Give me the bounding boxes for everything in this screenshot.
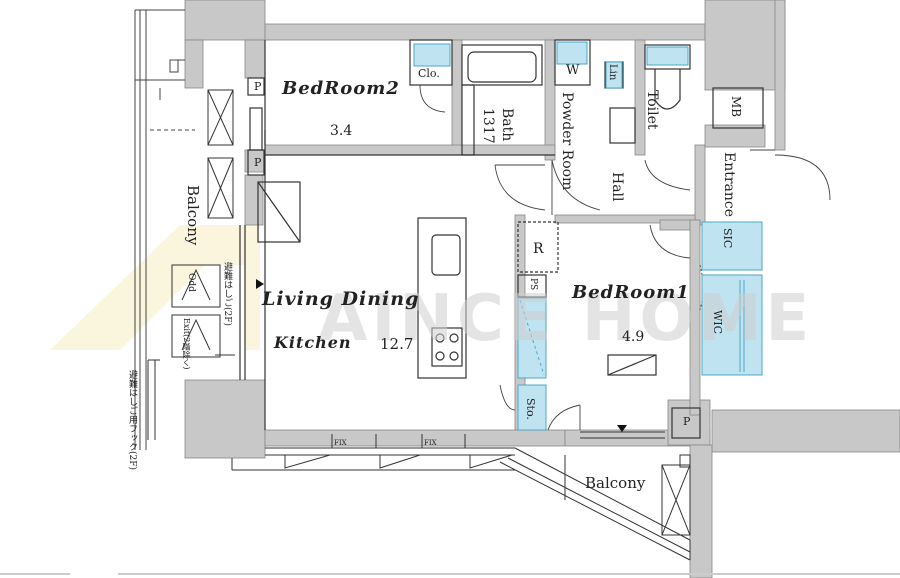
door-swings xyxy=(419,84,831,431)
bedroom2-size: 3.4 xyxy=(330,123,353,139)
powder-room-label: Powder Room xyxy=(559,92,575,191)
balcony-left-label: Balcony xyxy=(184,185,202,246)
ldk-label-line1: Living Dining xyxy=(262,288,420,310)
bedroom1-size: 4.9 xyxy=(622,329,645,345)
ldk-label-line2: Kitchen xyxy=(274,333,352,352)
exit-ladder-label: Exit(2階除く) xyxy=(182,318,191,370)
bath-label: Bath xyxy=(499,108,515,142)
pipe-shaft-label-1: P xyxy=(254,80,262,93)
outdoor-unit-label: Odd xyxy=(186,273,196,292)
wic-label: WIC xyxy=(711,310,724,335)
balcony-bottom-label: Balcony xyxy=(585,474,646,492)
window-fix-label-1: FIX xyxy=(334,439,347,447)
toilet-label: Toilet xyxy=(644,90,660,130)
mb-label: MB xyxy=(729,96,743,118)
pipe-shaft-label-3: P xyxy=(683,415,691,428)
bath-size: 1317 xyxy=(480,108,496,144)
wic-rails xyxy=(519,280,745,376)
entrance-label: Entrance xyxy=(721,152,737,218)
evac-ladder-note: 避難はしご(2F) xyxy=(222,262,232,326)
balcony-left-units xyxy=(147,89,235,440)
interior-lines xyxy=(239,39,764,439)
sic-label: SIC xyxy=(721,228,734,249)
evac-hook-note: 避難はしご用フック(2F) xyxy=(127,370,137,470)
window-markers xyxy=(256,279,627,432)
ps-label: PS xyxy=(528,278,538,291)
window-fix-label-2: FIX xyxy=(424,439,437,447)
washer-label: W xyxy=(566,63,580,78)
pipe-shaft-label-2: P xyxy=(254,156,262,169)
bottom-balcony xyxy=(231,431,691,561)
storage-fills xyxy=(413,41,763,431)
bedroom2-label: BedRoom2 xyxy=(282,78,400,99)
linen-label: Lin xyxy=(607,64,618,81)
closet-label: Clo. xyxy=(418,67,440,80)
fridge-label: R xyxy=(533,241,544,257)
bedroom1-label: BedRoom1 xyxy=(572,282,690,303)
storage-label: Sto. xyxy=(524,398,537,420)
hall-label: Hall xyxy=(609,172,625,202)
walls xyxy=(184,0,900,578)
balcony-left-railings xyxy=(134,9,195,450)
ldk-size: 12.7 xyxy=(380,335,414,353)
watermark-text: AINCE HOME xyxy=(318,282,814,356)
